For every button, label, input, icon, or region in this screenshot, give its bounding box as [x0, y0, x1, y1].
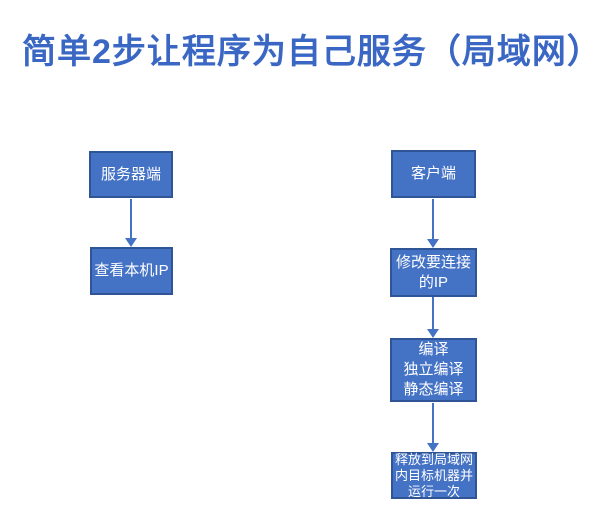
arrow-head [427, 443, 439, 452]
flow-box-label: 查看本机IP [94, 262, 169, 279]
flow-box-client-step-2: 修改要连接 的IP [390, 248, 477, 297]
flow-box-label: 修改要连接 的IP [395, 253, 471, 291]
arrow-line [130, 199, 132, 239]
flow-box-label: 客户端 [410, 165, 456, 182]
arrow-line [432, 297, 434, 330]
arrow-down-icon [427, 199, 439, 248]
arrow-head [427, 239, 439, 248]
flow-box-client-step-1: 客户端 [391, 150, 476, 198]
arrow-line [432, 403, 434, 444]
arrow-line [432, 199, 434, 240]
page-title: 简单2步让程序为自己服务（局域网） [22, 33, 600, 71]
flow-box-server-step-2: 查看本机IP [90, 247, 173, 295]
flow-box-server-step-1: 服务器端 [89, 151, 173, 198]
arrow-down-icon [427, 403, 439, 452]
flow-box-client-step-4: 释放到局域网 内目标机器并 运行一次 [391, 452, 477, 499]
flow-box-label: 服务器端 [100, 165, 161, 183]
flow-box-label: 释放到局域网 内目标机器并 运行一次 [394, 451, 473, 499]
arrow-head [125, 238, 137, 247]
arrow-head [427, 329, 439, 338]
flow-box-client-step-3: 编译 独立编译 静态编译 [390, 338, 477, 402]
flow-box-label: 编译 独立编译 静态编译 [403, 341, 464, 398]
arrow-down-icon [427, 297, 439, 338]
arrow-down-icon [125, 199, 137, 247]
